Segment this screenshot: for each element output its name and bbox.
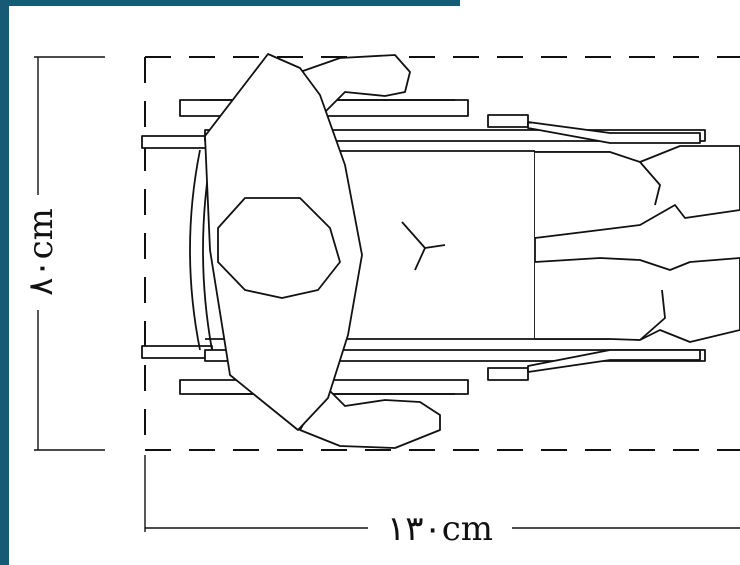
width-dimension-line <box>144 455 740 532</box>
depth-label: ۸۰cm <box>21 208 61 296</box>
clearance-boundary <box>144 56 740 451</box>
depth-dimension-line <box>34 56 105 451</box>
head <box>217 197 341 299</box>
person <box>204 53 446 449</box>
arm-top <box>299 54 411 113</box>
arm-bottom <box>299 385 441 449</box>
frame-border-left <box>0 0 9 565</box>
width-label: ۱۳۰cm <box>387 509 493 549</box>
frame-border-top <box>0 0 460 6</box>
legs <box>534 145 740 343</box>
